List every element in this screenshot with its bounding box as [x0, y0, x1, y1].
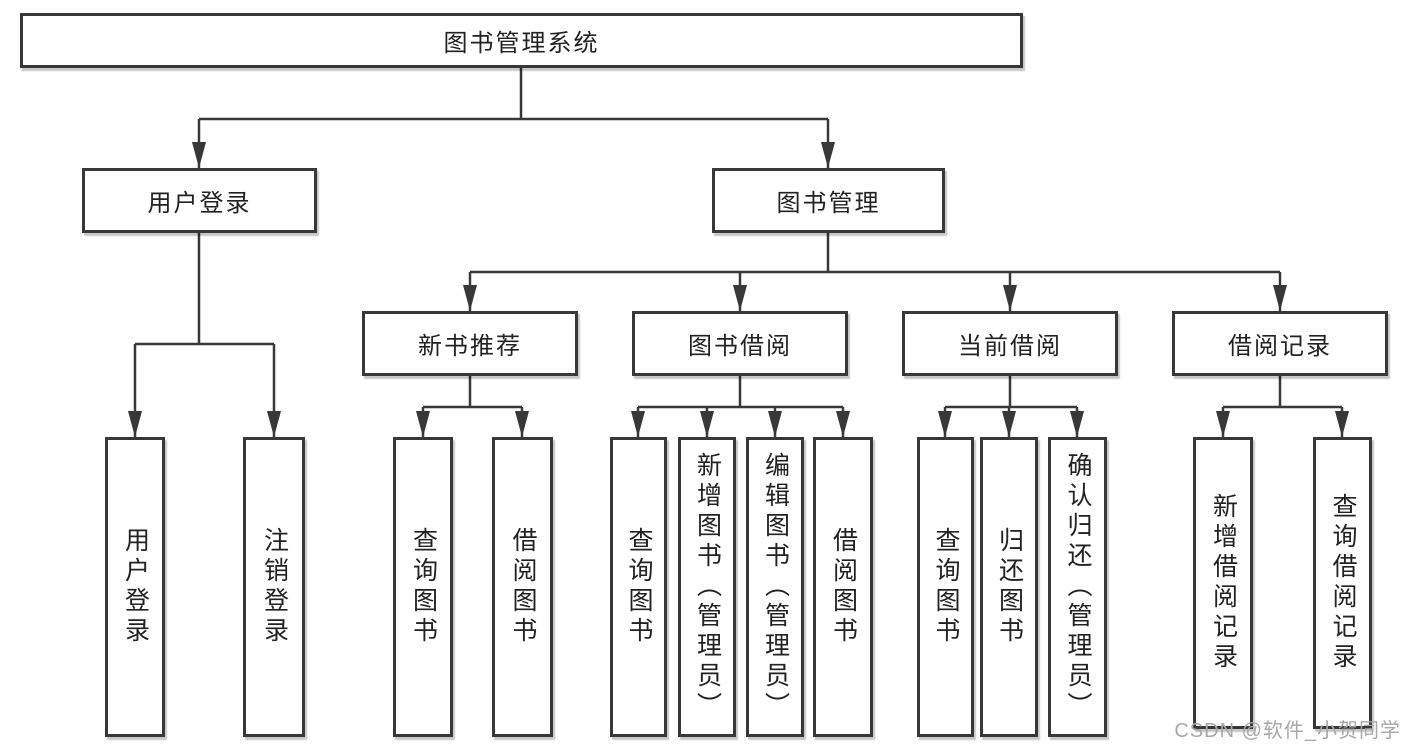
node-label: 查询图书	[932, 527, 960, 647]
node-label: 借阅图书	[509, 527, 537, 647]
node-label: 查询图书	[625, 527, 653, 647]
node-book-borrow: 图书借阅	[632, 311, 848, 376]
leaf-borrow-books-borrow: 借阅图书	[813, 437, 873, 737]
leaf-confirm-return-admin: 确认归还（管理员）	[1048, 437, 1107, 737]
node-label: 编辑图书（管理员）	[761, 452, 790, 722]
node-current-borrow: 当前借阅	[902, 311, 1118, 376]
leaf-add-borrow-record: 新增借阅记录	[1193, 437, 1253, 729]
leaf-query-borrow-record: 查询借阅记录	[1313, 437, 1372, 729]
node-label: 注销登录	[260, 527, 289, 647]
node-label: 当前借阅	[958, 333, 1062, 360]
connector-records-bus	[1223, 376, 1342, 409]
node-label: 新增借阅记录	[1209, 493, 1238, 673]
connector-bookborrow-bus	[638, 376, 843, 409]
connector-userlogin-bus	[135, 233, 274, 346]
node-label: 新增图书（管理员）	[693, 452, 722, 722]
leaf-return-books: 归还图书	[980, 437, 1038, 737]
node-label: 借阅图书	[829, 527, 858, 647]
node-label: 查询借阅记录	[1329, 493, 1357, 673]
leaf-add-books-admin: 新增图书（管理员）	[678, 437, 736, 737]
connector-currentborrow-bus	[945, 376, 1077, 409]
leaf-borrow-books-recommend: 借阅图书	[492, 437, 553, 737]
leaf-query-books-recommend: 查询图书	[393, 437, 453, 737]
leaf-query-books-borrow: 查询图书	[610, 437, 667, 737]
watermark-text: CSDN @软件_小贺同学	[1174, 720, 1401, 742]
node-user-login: 用户登录	[82, 168, 317, 233]
node-label: 新书推荐	[418, 333, 522, 360]
node-label: 图书管理系统	[443, 30, 600, 57]
connector-root-bus	[199, 68, 828, 121]
node-system-root: 图书管理系统	[20, 13, 1023, 68]
node-label: 归还图书	[995, 527, 1024, 647]
node-label: 确认归还（管理员）	[1064, 452, 1092, 722]
connector-bookmgmt-bus	[470, 233, 1280, 274]
node-label: 用户登录	[147, 190, 252, 217]
leaf-query-books-current: 查询图书	[917, 437, 974, 737]
leaf-edit-books-admin: 编辑图书（管理员）	[746, 437, 804, 737]
leaf-user-login: 用户登录	[105, 437, 165, 737]
node-label: 图书借阅	[688, 333, 792, 360]
node-new-book-recommend: 新书推荐	[362, 311, 578, 376]
node-label: 用户登录	[121, 527, 150, 647]
connector-newbook-bus	[423, 376, 522, 409]
node-label: 图书管理	[776, 190, 881, 217]
leaf-logout: 注销登录	[243, 437, 305, 737]
node-borrow-records: 借阅记录	[1172, 311, 1388, 376]
node-book-management: 图书管理	[712, 168, 945, 233]
node-label: 查询图书	[409, 527, 438, 647]
node-label: 借阅记录	[1228, 333, 1332, 360]
